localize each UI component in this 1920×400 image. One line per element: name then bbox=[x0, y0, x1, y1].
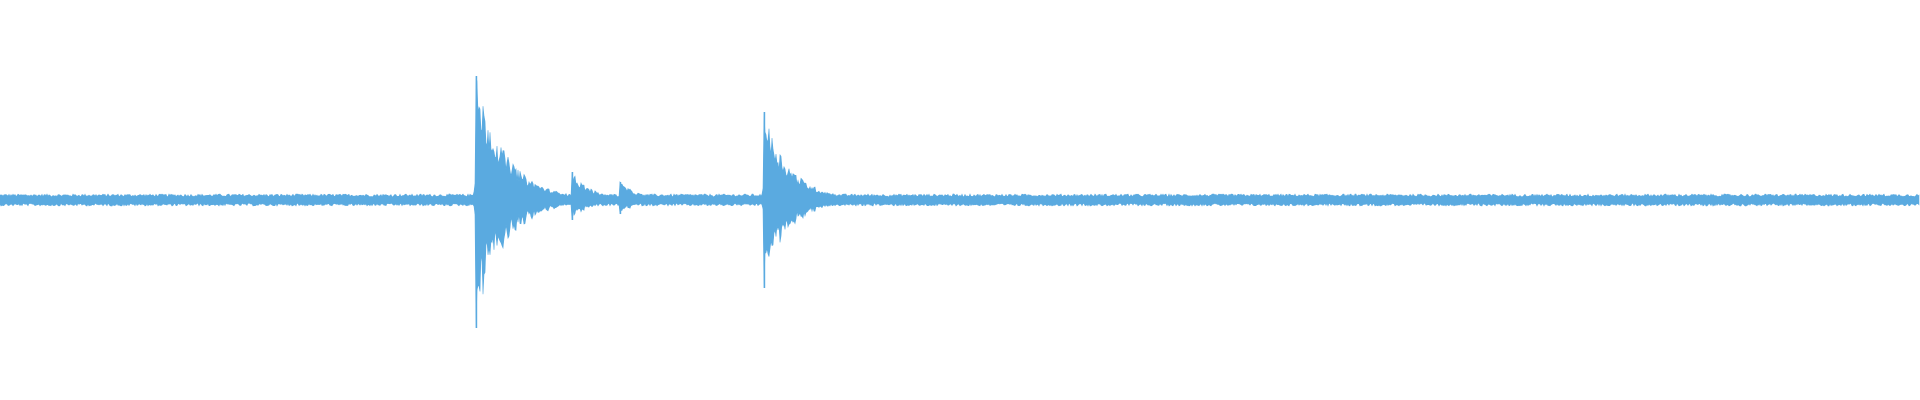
waveform-path bbox=[0, 75, 1920, 329]
